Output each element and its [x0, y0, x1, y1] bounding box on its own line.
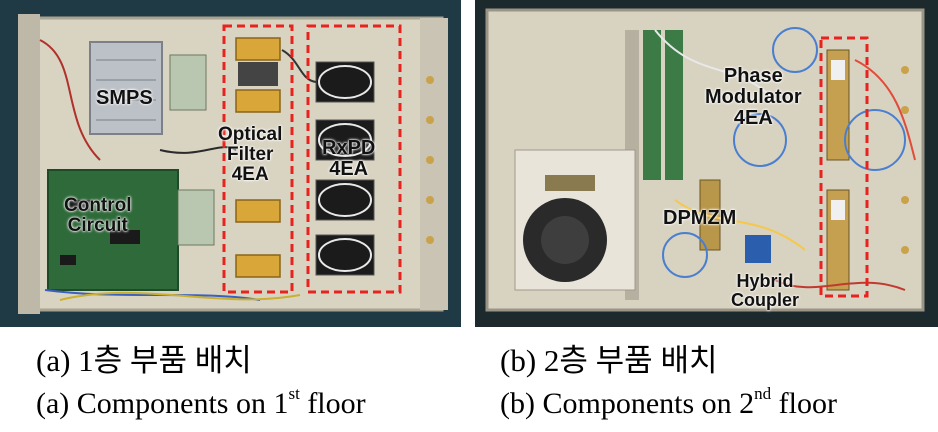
caption-b-korean: (b) 2층 부품 배치: [500, 343, 718, 378]
label-control-circuit: Control Circuit: [64, 195, 132, 236]
photo-panel-a: SMPS Optical Filter 4EA RxPD 4EA Control…: [0, 0, 461, 327]
label-phase-modulator: Phase Modulator 4EA: [705, 65, 802, 129]
label-hybrid-coupler: Hybrid Coupler: [731, 271, 800, 310]
label-optical-filter: Optical Filter 4EA: [218, 124, 283, 185]
label-rxpd: RxPD 4EA: [322, 137, 376, 180]
label-smps: SMPS: [96, 87, 153, 109]
highlight-rxpd: [306, 24, 402, 294]
highlight-phase-modulator: [819, 36, 869, 298]
photo-first-floor: [0, 0, 461, 327]
highlight-optical-filter: [222, 24, 294, 294]
caption-a-english: (a) Components on 1st floor: [36, 384, 366, 420]
caption-b-english: (b) Components on 2nd floor: [500, 384, 837, 420]
caption-a-korean: (a) 1층 부품 배치: [36, 343, 252, 378]
photo-second-floor: [475, 0, 938, 327]
photo-panel-b: Phase Modulator 4EA DPMZM Hybrid Coupler: [475, 0, 938, 327]
label-dpmzm: DPMZM: [663, 207, 737, 229]
